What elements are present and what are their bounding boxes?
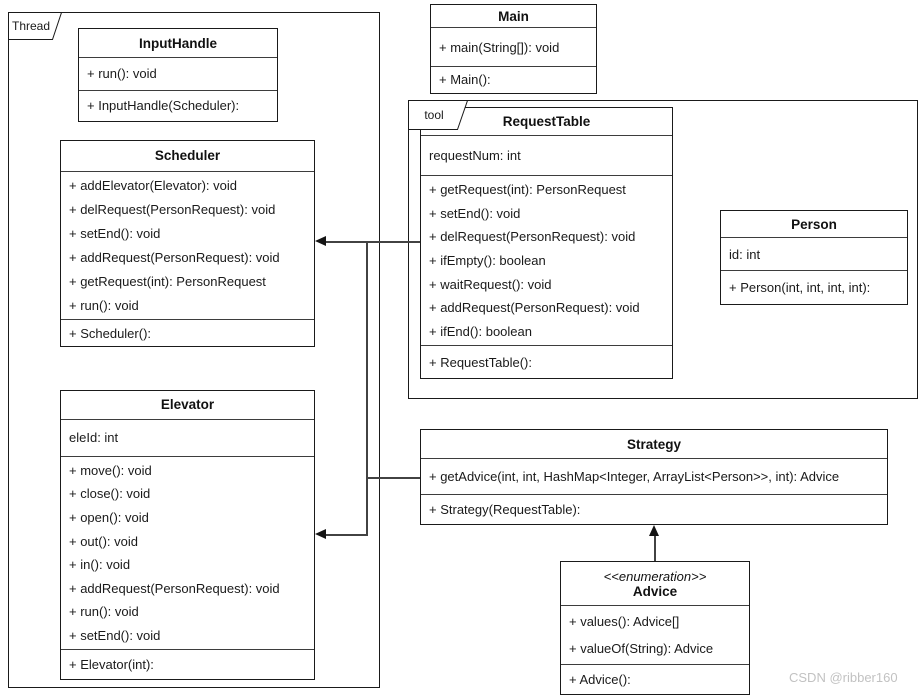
field-row: requestNum: int bbox=[429, 147, 521, 163]
class-title: InputHandle bbox=[139, 35, 217, 51]
class-title: Elevator bbox=[160, 397, 215, 413]
class-scheduler: Scheduler+ addElevator(Elevator): void+ … bbox=[60, 140, 315, 347]
class-constructors-section: + RequestTable(): bbox=[421, 345, 672, 378]
field-row: eleId: int bbox=[69, 430, 119, 446]
class-title: Person bbox=[791, 216, 837, 232]
method-row: + values(): Advice[] bbox=[569, 614, 680, 630]
method-row: + getAdvice(int, int, HashMap<Integer, A… bbox=[429, 468, 840, 484]
class-fields-section: id: int bbox=[721, 237, 907, 269]
method-row: + delRequest(PersonRequest): void bbox=[429, 229, 636, 245]
frame-thread bbox=[8, 12, 380, 688]
association-line bbox=[324, 534, 368, 536]
class-methods-section: + run(): void bbox=[79, 57, 277, 89]
class-elevator: Elevator eleId: int + move(): void + close(… bbox=[60, 390, 315, 680]
class-title-section: Elevator bbox=[61, 391, 314, 419]
class-constructors-section: + Main(): bbox=[431, 65, 596, 93]
method-row: + run(): void bbox=[87, 66, 157, 82]
class-title-section: <<enumeration>>Advice bbox=[561, 562, 749, 605]
connector-arrowhead bbox=[315, 236, 326, 246]
method-row: + close(): void bbox=[69, 486, 151, 502]
association-line bbox=[368, 477, 420, 479]
class-constructors-section: + Elevator(int): bbox=[61, 649, 314, 679]
class-main: Main + main(String[]): void + Main(): bbox=[430, 4, 597, 94]
class-strategy: Strategy + getAdvice(int, int, HashMap<In… bbox=[420, 429, 888, 525]
frame-label: Thread bbox=[11, 19, 51, 33]
constructor-row: + Advice(): bbox=[569, 672, 631, 688]
method-row: + ifEmpty(): boolean bbox=[429, 252, 546, 268]
method-row: + addElevator(Elevator): void bbox=[69, 178, 238, 194]
method-row: + addRequest(PersonRequest): void bbox=[69, 249, 280, 265]
class-title-section: Strategy bbox=[421, 430, 887, 458]
frame-tool bbox=[408, 100, 918, 399]
class-title-section: RequestTable bbox=[421, 108, 672, 135]
class-title: Scheduler bbox=[154, 148, 221, 164]
method-row: + out(): void bbox=[69, 533, 139, 549]
method-row: + getRequest(int): PersonRequest bbox=[69, 273, 266, 289]
field-row: id: int bbox=[729, 246, 761, 262]
method-row: + waitRequest(): void bbox=[429, 276, 552, 292]
class-constructors-section: + Advice(): bbox=[561, 664, 749, 694]
method-row: + ifEnd(): boolean bbox=[429, 323, 532, 339]
class-requesttable: RequestTable requestNum: int + getRequest(… bbox=[420, 107, 673, 379]
class-inputhandle: InputHandle + run(): void + InputHandle(Sc… bbox=[78, 28, 278, 122]
class-methods-section: + getRequest(int): PersonRequest + setEnd… bbox=[421, 174, 672, 346]
method-row: + open(): void bbox=[69, 510, 149, 525]
class-stereotype: <<enumeration>> bbox=[603, 568, 707, 584]
watermark: CSDN @ribber160 bbox=[789, 670, 898, 685]
class-methods-section: + values(): Advice[] + valueOf(String): A… bbox=[561, 605, 749, 664]
connector-arrowhead bbox=[315, 529, 326, 539]
class-methods-section: + getAdvice(int, int, HashMap<Integer, A… bbox=[421, 458, 887, 493]
class-fields-section: eleId: int bbox=[61, 418, 314, 456]
method-row: + run(): void bbox=[69, 604, 139, 620]
constructor-row: + Strategy(RequestTable): bbox=[429, 501, 581, 517]
class-title-section: InputHandle bbox=[79, 29, 277, 57]
association-line bbox=[324, 241, 420, 243]
class-title-section: Scheduler bbox=[61, 141, 314, 171]
class-constructors-section: + Strategy(RequestTable): bbox=[421, 493, 887, 524]
frame-tab-thread: Thread bbox=[8, 12, 62, 40]
method-row: + valueOf(String): Advice bbox=[569, 641, 714, 657]
method-row: + setEnd(): void bbox=[69, 627, 161, 643]
frame-tab-tool: tool bbox=[408, 100, 468, 130]
constructor-row: + Person(int, int, int, int): bbox=[729, 279, 871, 295]
class-advice: <<enumeration>>Advice+ values(): Advice[… bbox=[560, 561, 750, 695]
class-title: Advice bbox=[632, 583, 678, 599]
method-row: + delRequest(PersonRequest): void bbox=[69, 202, 276, 218]
class-title: Strategy bbox=[626, 436, 682, 452]
class-title: RequestTable bbox=[502, 113, 591, 129]
method-row: + addRequest(PersonRequest): void bbox=[69, 580, 280, 596]
association-line bbox=[654, 536, 656, 561]
constructor-row: + Elevator(int): bbox=[69, 657, 154, 673]
class-title-section: Person bbox=[721, 211, 907, 237]
method-row: + setEnd(): void bbox=[69, 226, 161, 241]
method-row: + getRequest(int): PersonRequest bbox=[429, 181, 626, 197]
frame-label: tool bbox=[424, 108, 444, 122]
method-row: + in(): void bbox=[69, 557, 131, 573]
class-constructors-section: + Person(int, int, int, int): bbox=[721, 269, 907, 304]
method-row: + addRequest(PersonRequest): void bbox=[429, 300, 640, 316]
class-constructors-section: + Scheduler(): bbox=[61, 319, 314, 346]
constructor-row: + InputHandle(Scheduler): bbox=[87, 98, 240, 114]
class-title-section: Main bbox=[431, 5, 596, 27]
association-line bbox=[366, 241, 368, 536]
method-row: + main(String[]): void bbox=[439, 39, 560, 55]
class-methods-section: + addElevator(Elevator): void + delReques… bbox=[61, 170, 314, 320]
constructor-row: + RequestTable(): bbox=[429, 354, 532, 370]
constructor-row: + Main(): bbox=[439, 72, 491, 88]
method-row: + setEnd(): void bbox=[429, 205, 521, 221]
class-methods-section: + move(): void + close(): void + open(): v… bbox=[61, 455, 314, 650]
class-person: Person id: int + Person(int, int, int, int… bbox=[720, 210, 908, 305]
constructor-row: + Scheduler(): bbox=[69, 325, 152, 341]
connector-arrowhead bbox=[649, 525, 659, 536]
method-row: + move(): void bbox=[69, 462, 152, 478]
method-row: + run(): void bbox=[69, 297, 139, 313]
class-fields-section: requestNum: int bbox=[421, 134, 672, 175]
class-title: Main bbox=[498, 8, 529, 24]
class-methods-section: + main(String[]): void bbox=[431, 27, 596, 65]
class-constructors-section: + InputHandle(Scheduler): bbox=[79, 89, 277, 121]
